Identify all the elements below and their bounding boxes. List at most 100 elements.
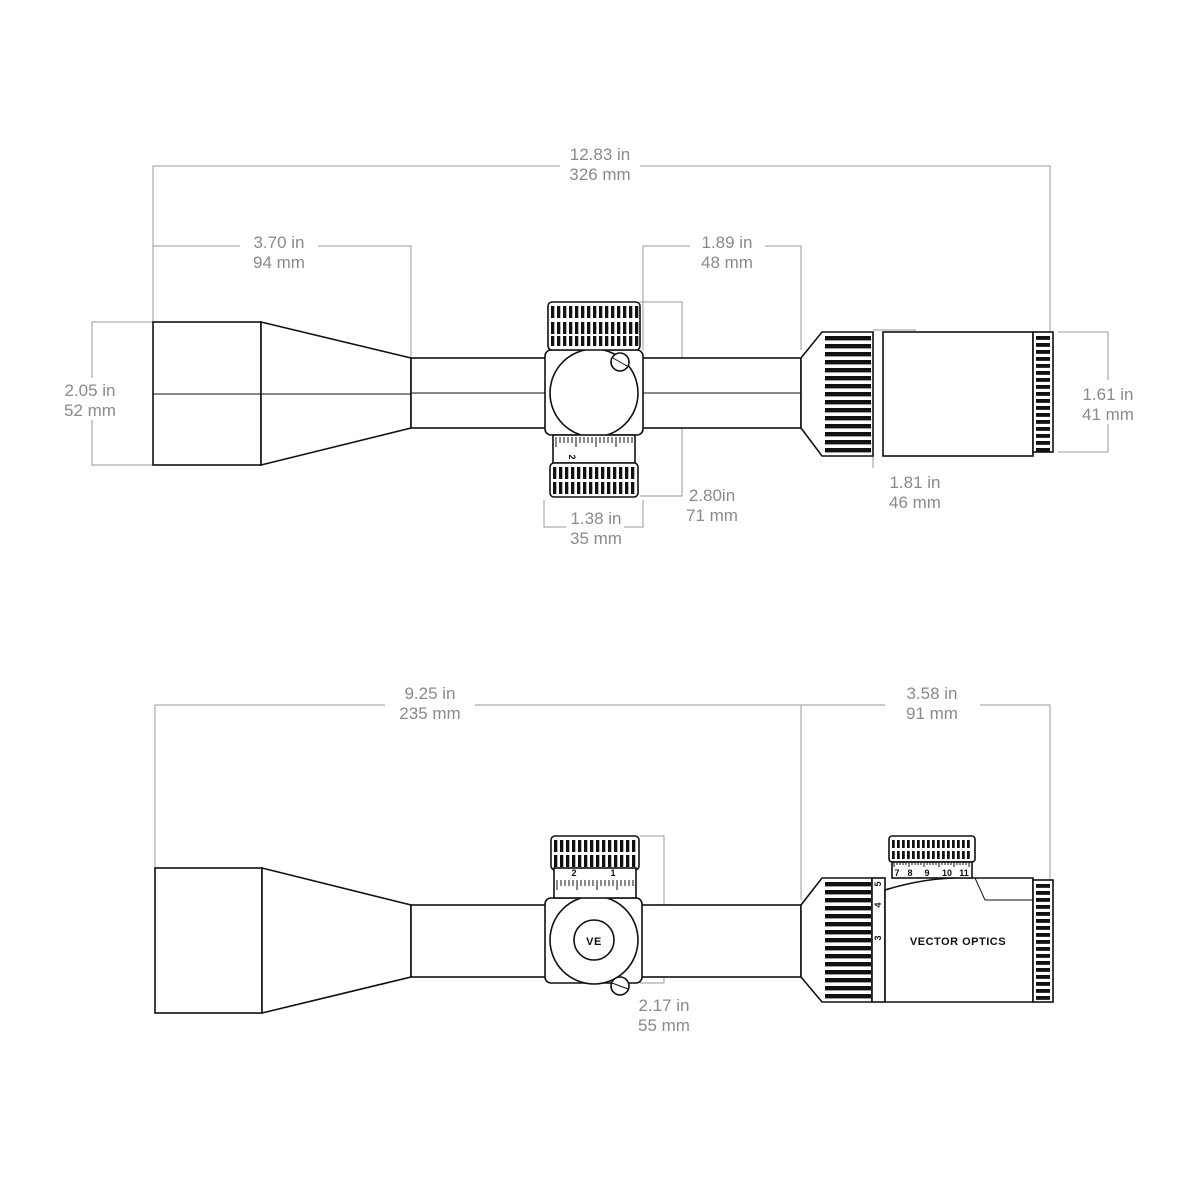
knurl-segment: [557, 322, 561, 334]
knurl-segment: [560, 840, 564, 852]
knurl-segment: [584, 855, 588, 867]
knurl-segment: [578, 840, 582, 852]
knurl-segment: [551, 306, 555, 318]
knurl-segment: [607, 482, 611, 494]
knurl-segment: [631, 482, 635, 494]
knurl-segment: [1036, 385, 1050, 389]
top-turret-scale-label: 2: [567, 454, 577, 459]
knurl-segment: [1036, 989, 1050, 993]
knurl-segment: [617, 306, 621, 318]
knurl-segment: [602, 855, 606, 867]
top-turret-cap-knurl: [551, 306, 639, 346]
knurl-segment: [917, 840, 920, 848]
turret-offset-in: 2.17 in: [638, 996, 689, 1015]
knurl-segment: [825, 890, 871, 895]
knurl-segment: [611, 322, 615, 334]
knurl-segment: [1036, 427, 1050, 431]
knurl-segment: [907, 840, 910, 848]
knurl-segment: [626, 840, 630, 852]
knurl-segment: [825, 882, 871, 887]
knurl-segment: [595, 482, 599, 494]
knurl-segment: [1036, 954, 1050, 958]
eyepiece-length-in: 1.81 in: [889, 473, 940, 492]
knurl-segment: [602, 840, 606, 852]
knurl-segment: [566, 855, 570, 867]
front-length-mm: 235 mm: [399, 704, 460, 723]
knurl-segment: [825, 970, 871, 975]
knurl-segment: [912, 840, 915, 848]
knurl-segment: [617, 322, 621, 334]
knurl-segment: [619, 467, 623, 479]
knurl-segment: [565, 482, 569, 494]
knurl-segment: [613, 482, 617, 494]
knurl-segment: [593, 336, 597, 346]
knurl-segment: [619, 482, 623, 494]
turret-to-eyepiece-in: 1.89 in: [701, 233, 752, 252]
knurl-segment: [578, 855, 582, 867]
knurl-segment: [608, 840, 612, 852]
rear-length-in: 3.58 in: [906, 684, 957, 703]
mag-scale-10: 10: [942, 868, 952, 878]
knurl-segment: [1036, 891, 1050, 895]
dim-overall-length: 12.83 in 326 mm: [152, 145, 1051, 332]
knurl-segment: [902, 851, 905, 859]
knurl-segment: [1036, 982, 1050, 986]
knurl-segment: [825, 978, 871, 983]
knurl-segment: [563, 322, 567, 334]
knurl-segment: [825, 986, 871, 991]
knurl-segment: [1036, 912, 1050, 916]
objective-diameter-mm: 52 mm: [64, 401, 116, 420]
knurl-segment: [575, 336, 579, 346]
knurl-segment: [587, 306, 591, 318]
knurl-segment: [611, 336, 615, 346]
knurl-segment: [932, 840, 935, 848]
knurl-segment: [942, 851, 945, 859]
knurl-segment: [825, 994, 871, 999]
knurl-segment: [1036, 364, 1050, 368]
windage-scale-2: 2: [571, 868, 576, 878]
knurl-segment: [569, 336, 573, 346]
knurl-segment: [581, 336, 585, 346]
knurl-segment: [608, 855, 612, 867]
vector-optics-logo-icon: [573, 919, 615, 961]
knurl-segment: [825, 906, 871, 911]
knurl-segment: [1036, 406, 1050, 410]
knurl-segment: [632, 840, 636, 852]
knurl-segment: [557, 336, 561, 346]
knurl-segment: [1036, 399, 1050, 403]
eyepiece-diameter-mm: 41 mm: [1082, 405, 1134, 424]
knurl-segment: [635, 306, 639, 318]
knurl-segment: [563, 306, 567, 318]
side-ocular-knurl: [1036, 884, 1050, 1000]
rear-length-mm: 91 mm: [906, 704, 958, 723]
brand-label: VECTOR OPTICS: [910, 936, 1006, 948]
mag-scale-7: 7: [894, 868, 899, 878]
turret-width-in: 1.38 in: [570, 509, 621, 528]
knurl-segment: [631, 467, 635, 479]
top-view: 12.83 in 326 mm 3.70 in 94 mm 1.89 in 48…: [64, 145, 1134, 548]
side-turret-scale: [556, 880, 634, 890]
top-power-ring-knurl: [825, 336, 871, 453]
knurl-segment: [927, 840, 930, 848]
turret-height-in: 2.80in: [689, 486, 735, 505]
objective-length-mm: 94 mm: [253, 253, 305, 272]
side-turret: VE 2 1: [544, 835, 643, 996]
knurl-segment: [825, 360, 871, 365]
dim-front-length: 9.25 in 235 mm: [154, 684, 802, 900]
knurl-segment: [825, 344, 871, 349]
mag-scale-ticks: [893, 862, 970, 867]
knurl-segment: [952, 840, 955, 848]
knurl-segment: [922, 840, 925, 848]
eyepiece-diameter-in: 1.61 in: [1082, 385, 1133, 404]
knurl-segment: [825, 938, 871, 943]
knurl-segment: [569, 322, 573, 334]
knurl-segment: [825, 898, 871, 903]
dim-objective-length: 3.70 in 94 mm: [152, 233, 412, 358]
knurl-segment: [623, 306, 627, 318]
knurl-segment: [566, 840, 570, 852]
knurl-segment: [553, 482, 557, 494]
knurl-segment: [620, 855, 624, 867]
knurl-segment: [577, 467, 581, 479]
overall-length-mm: 326 mm: [569, 165, 630, 184]
knurl-segment: [1036, 441, 1050, 445]
